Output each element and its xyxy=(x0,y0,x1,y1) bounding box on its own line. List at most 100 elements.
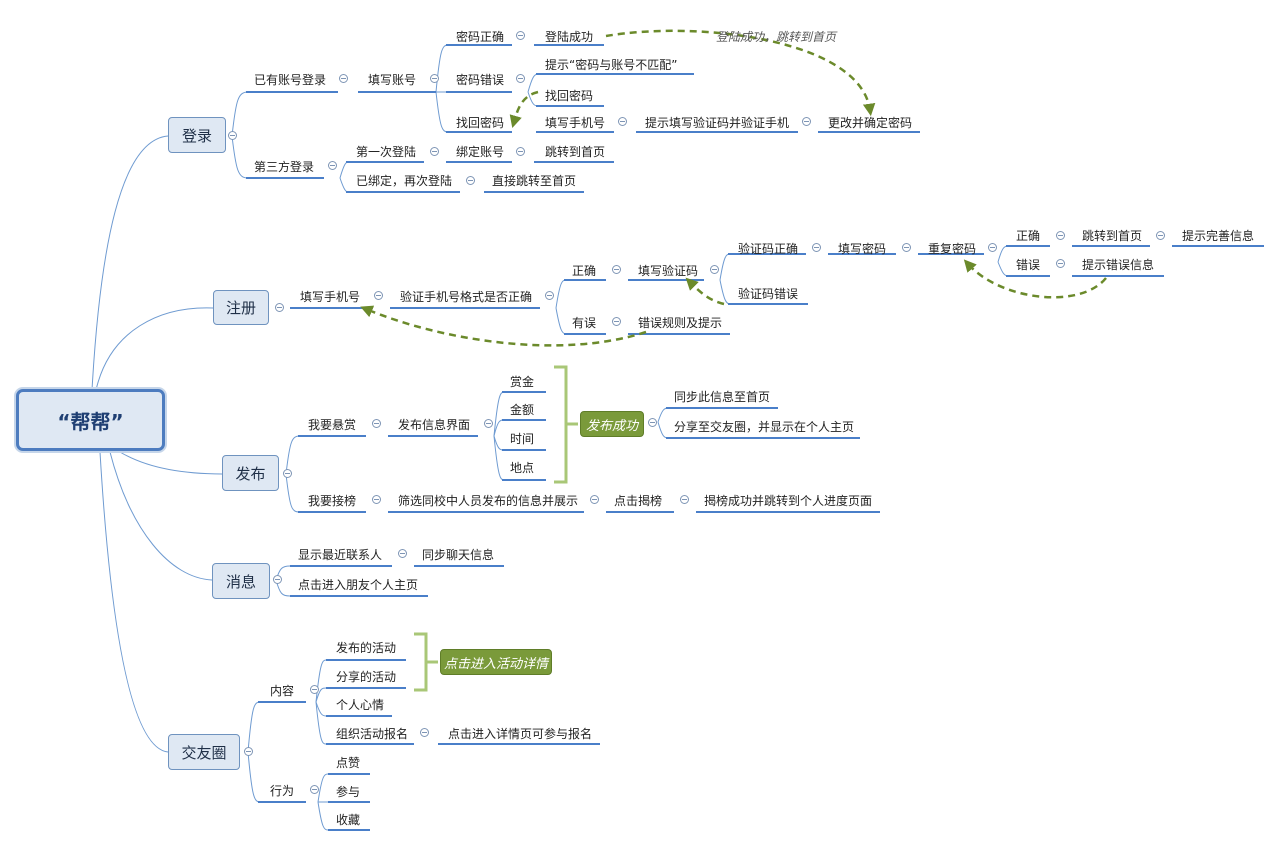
collapse-toggle[interactable] xyxy=(283,469,292,478)
collapse-toggle[interactable] xyxy=(710,265,719,274)
collapse-toggle[interactable] xyxy=(484,419,493,428)
collapse-toggle[interactable] xyxy=(802,117,811,126)
node-enter-activity[interactable]: 点击进入活动详情 xyxy=(440,649,552,675)
node-filter[interactable]: 筛选同校中人员发布的信息并展示 xyxy=(398,494,579,508)
collapse-toggle[interactable] xyxy=(516,31,525,40)
branch-social[interactable]: 交友圈 xyxy=(168,734,240,770)
collapse-toggle[interactable] xyxy=(1156,231,1165,240)
node-publish-success[interactable]: 发布成功 xyxy=(580,411,644,437)
node-join[interactable]: 参与 xyxy=(336,785,361,799)
branch-message[interactable]: 消息 xyxy=(212,563,270,599)
branch-register[interactable]: 注册 xyxy=(213,290,269,325)
node-sync-home[interactable]: 同步此信息至首页 xyxy=(674,390,771,404)
node-fill-pwd[interactable]: 填写密码 xyxy=(838,242,887,256)
node-has-account[interactable]: 已有账号登录 xyxy=(254,73,327,87)
node-change-pwd[interactable]: 更改并确定密码 xyxy=(828,116,913,130)
collapse-toggle[interactable] xyxy=(374,291,383,300)
node-direct-home[interactable]: 直接跳转至首页 xyxy=(492,174,577,188)
node-pwd-correct[interactable]: 密码正确 xyxy=(456,30,505,44)
node-place[interactable]: 地点 xyxy=(510,461,535,475)
collapse-toggle[interactable] xyxy=(372,495,381,504)
branch-publish[interactable]: 发布 xyxy=(222,455,279,491)
node-fill-phone-register[interactable]: 填写手机号 xyxy=(300,290,361,304)
node-share-social[interactable]: 分享至交友圈，并显示在个人主页 xyxy=(674,420,855,434)
node-post-page[interactable]: 发布信息界面 xyxy=(398,418,471,432)
branch-login[interactable]: 登录 xyxy=(168,117,226,153)
node-sync-chat[interactable]: 同步聊天信息 xyxy=(422,548,495,562)
node-repeat-pwd[interactable]: 重复密码 xyxy=(928,242,977,256)
collapse-toggle[interactable] xyxy=(339,74,348,83)
node-tip-mismatch[interactable]: 提示“密码与账号不匹配” xyxy=(545,58,678,72)
collapse-toggle[interactable] xyxy=(612,265,621,274)
node-third-party[interactable]: 第三方登录 xyxy=(254,160,315,174)
collapse-toggle[interactable] xyxy=(812,243,821,252)
root-node[interactable]: “帮帮” xyxy=(16,389,165,451)
collapse-toggle[interactable] xyxy=(273,575,282,584)
node-find-pwd[interactable]: 找回密码 xyxy=(456,116,505,130)
collapse-toggle[interactable] xyxy=(328,161,337,170)
node-enter-detail[interactable]: 点击进入详情页可参与报名 xyxy=(448,727,593,741)
collapse-toggle[interactable] xyxy=(902,243,911,252)
node-verify-format[interactable]: 验证手机号格式是否正确 xyxy=(400,290,533,304)
node-tip-error-info[interactable]: 提示错误信息 xyxy=(1082,258,1155,272)
collapse-toggle[interactable] xyxy=(1056,259,1065,268)
collapse-toggle[interactable] xyxy=(545,291,554,300)
collapse-toggle[interactable] xyxy=(310,685,319,694)
node-amount[interactable]: 金额 xyxy=(510,403,535,417)
node-content[interactable]: 内容 xyxy=(270,684,295,698)
collapse-toggle[interactable] xyxy=(228,131,237,140)
collapse-toggle[interactable] xyxy=(466,176,475,185)
node-find-pwd-hint[interactable]: 找回密码 xyxy=(545,89,594,103)
node-time[interactable]: 时间 xyxy=(510,432,535,446)
node-shared[interactable]: 分享的活动 xyxy=(336,670,397,684)
node-enter-friend[interactable]: 点击进入朋友个人主页 xyxy=(298,578,419,592)
collapse-toggle[interactable] xyxy=(516,147,525,156)
collapse-toggle[interactable] xyxy=(516,74,525,83)
node-mood[interactable]: 个人心情 xyxy=(336,698,385,712)
node-tip-complete[interactable]: 提示完善信息 xyxy=(1182,229,1255,243)
node-pwd-wrong[interactable]: 密码错误 xyxy=(456,73,505,87)
collapse-toggle[interactable] xyxy=(275,303,284,312)
node-first-login[interactable]: 第一次登陆 xyxy=(356,145,417,159)
node-behavior[interactable]: 行为 xyxy=(270,784,295,798)
node-take-success[interactable]: 揭榜成功并跳转到个人进度页面 xyxy=(704,494,873,508)
node-reward[interactable]: 赏金 xyxy=(510,375,535,389)
node-goto-home-login[interactable]: 跳转到首页 xyxy=(545,145,606,159)
node-has-error[interactable]: 有误 xyxy=(572,316,597,330)
node-click-take[interactable]: 点击揭榜 xyxy=(614,494,663,508)
node-correct[interactable]: 正确 xyxy=(572,264,597,278)
collapse-toggle[interactable] xyxy=(420,728,429,737)
node-like[interactable]: 点赞 xyxy=(336,756,361,770)
collapse-toggle[interactable] xyxy=(618,117,627,126)
collapse-toggle[interactable] xyxy=(590,495,599,504)
node-want-post[interactable]: 我要悬赏 xyxy=(308,418,357,432)
node-error-rule[interactable]: 错误规则及提示 xyxy=(638,316,723,330)
collapse-toggle[interactable] xyxy=(430,74,439,83)
node-wrong[interactable]: 错误 xyxy=(1016,258,1041,272)
collapse-toggle[interactable] xyxy=(680,495,689,504)
collapse-toggle[interactable] xyxy=(372,419,381,428)
collapse-toggle[interactable] xyxy=(988,243,997,252)
collapse-toggle[interactable] xyxy=(398,549,407,558)
collapse-toggle[interactable] xyxy=(1056,231,1065,240)
collapse-toggle[interactable] xyxy=(430,147,439,156)
node-collect[interactable]: 收藏 xyxy=(336,813,361,827)
node-goto-home-register[interactable]: 跳转到首页 xyxy=(1082,229,1143,243)
node-fill-phone-login[interactable]: 填写手机号 xyxy=(545,116,606,130)
node-right[interactable]: 正确 xyxy=(1016,229,1041,243)
node-published[interactable]: 发布的活动 xyxy=(336,641,397,655)
node-login-success[interactable]: 登陆成功 xyxy=(545,30,594,44)
node-bound-again[interactable]: 已绑定，再次登陆 xyxy=(356,174,453,188)
node-fill-code[interactable]: 填写验证码 xyxy=(638,264,699,278)
node-code-correct[interactable]: 验证码正确 xyxy=(738,242,799,256)
node-bind-account[interactable]: 绑定账号 xyxy=(456,145,505,159)
collapse-toggle[interactable] xyxy=(612,317,621,326)
collapse-toggle[interactable] xyxy=(648,418,657,427)
node-recent[interactable]: 显示最近联系人 xyxy=(298,548,383,562)
node-want-take[interactable]: 我要接榜 xyxy=(308,494,357,508)
collapse-toggle[interactable] xyxy=(310,785,319,794)
node-code-wrong[interactable]: 验证码错误 xyxy=(738,287,799,301)
collapse-toggle[interactable] xyxy=(244,747,253,756)
node-tip-verify[interactable]: 提示填写验证码并验证手机 xyxy=(645,116,790,130)
node-fill-account[interactable]: 填写账号 xyxy=(368,73,417,87)
